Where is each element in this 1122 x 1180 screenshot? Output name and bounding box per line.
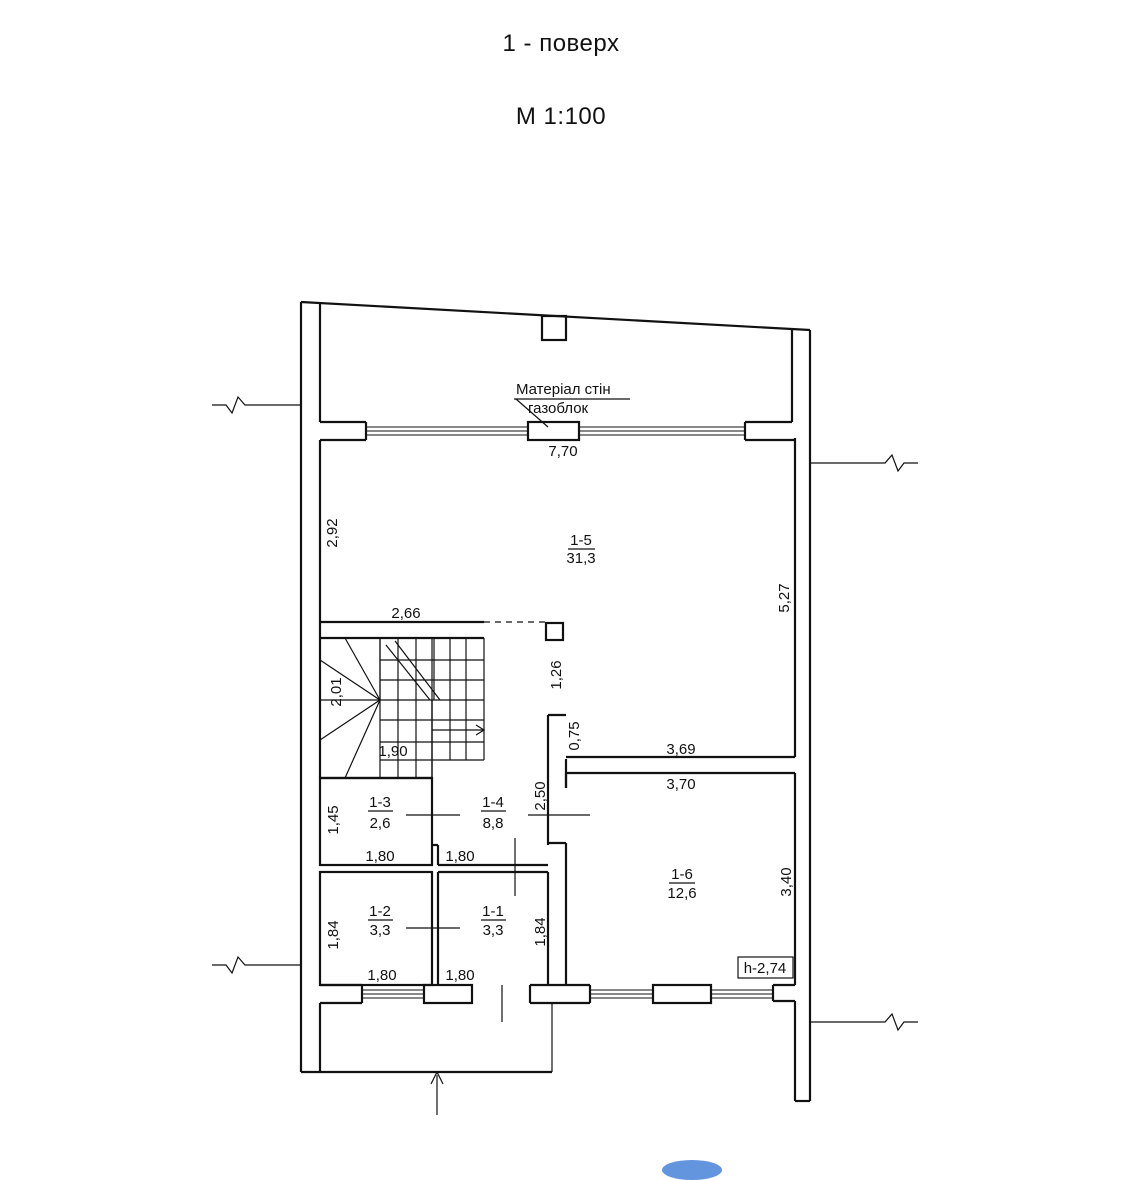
dim-corridor-height: 2,50 — [532, 781, 549, 810]
dimension-labels: 7,70 2,92 5,27 2,66 1,26 0,75 3,69 2,01 … — [324, 443, 795, 984]
column-top — [540, 314, 568, 342]
svg-text:1-1: 1-1 — [482, 903, 504, 920]
dim-room-1-3-height: 1,45 — [325, 805, 342, 834]
scale-label: М 1:100 — [515, 103, 607, 130]
svg-text:1-5: 1-5 — [570, 532, 592, 549]
dim-room-1-2-height: 1,84 — [325, 920, 342, 949]
svg-text:1-6: 1-6 — [671, 866, 693, 883]
floor-title: 1 - поверх — [502, 30, 620, 57]
dim-corridor-2: 0,75 — [566, 721, 583, 750]
dim-room-1-1-right: 1,84 — [532, 917, 549, 946]
dim-corridor-1: 1,26 — [548, 660, 565, 689]
dim-left-1-5: 2,92 — [324, 518, 341, 547]
dim-room-1-6-top: 3,70 — [666, 776, 695, 793]
staircase — [319, 637, 486, 779]
room-1-4: 1-4 8,8 — [481, 794, 506, 832]
room-labels: 1-5 31,3 1-4 8,8 1-3 2,6 1-2 3,3 1-1 3,3… — [368, 532, 697, 939]
dim-stair-top: 2,66 — [391, 605, 420, 622]
room-1-5: 1-5 31,3 — [566, 532, 595, 567]
dim-bottom-1-5: 3,69 — [666, 741, 695, 758]
dim-room-1-4-bottom: 1,80 — [445, 848, 474, 865]
svg-text:1-4: 1-4 — [482, 794, 504, 811]
room-1-3: 1-3 2,6 — [368, 794, 393, 832]
dim-room-1-3-bottom: 1,80 — [365, 848, 394, 865]
svg-text:31,3: 31,3 — [566, 550, 595, 567]
exterior-walls — [299, 300, 812, 1103]
top-window-wall — [320, 420, 795, 442]
svg-text:3,3: 3,3 — [483, 922, 504, 939]
svg-text:8,8: 8,8 — [483, 815, 504, 832]
dim-stair-width: 1,90 — [378, 743, 407, 760]
dim-room-1-6-right: 3,40 — [778, 867, 795, 896]
ceiling-height-tag: h-2,74 — [737, 956, 794, 979]
svg-text:1-3: 1-3 — [369, 794, 391, 811]
svg-text:3,3: 3,3 — [370, 922, 391, 939]
dim-top-width: 7,70 — [548, 443, 577, 460]
material-label: Матеріал стін — [516, 381, 611, 398]
door-marks — [406, 814, 590, 1022]
svg-text:12,6: 12,6 — [667, 885, 696, 902]
decorative-blob — [662, 1160, 722, 1180]
entry-arrow-icon — [430, 1070, 444, 1115]
dim-right-1-5: 5,27 — [776, 583, 793, 612]
room-1-1: 1-1 3,3 — [481, 903, 506, 939]
break-marks — [212, 395, 918, 1032]
svg-text:h-2,74: h-2,74 — [744, 960, 787, 977]
svg-text:2,6: 2,6 — [370, 815, 391, 832]
dim-room-1-1-bottom: 1,80 — [445, 967, 474, 984]
room-1-6: 1-6 12,6 — [667, 866, 696, 902]
dim-room-1-2-bottom: 1,80 — [367, 967, 396, 984]
dim-stair-height: 2,01 — [328, 677, 345, 706]
room-1-2: 1-2 3,3 — [368, 903, 393, 939]
material-value: газоблок — [528, 400, 589, 417]
material-note: Матеріал стін газоблок — [514, 381, 630, 428]
svg-text:1-2: 1-2 — [369, 903, 391, 920]
